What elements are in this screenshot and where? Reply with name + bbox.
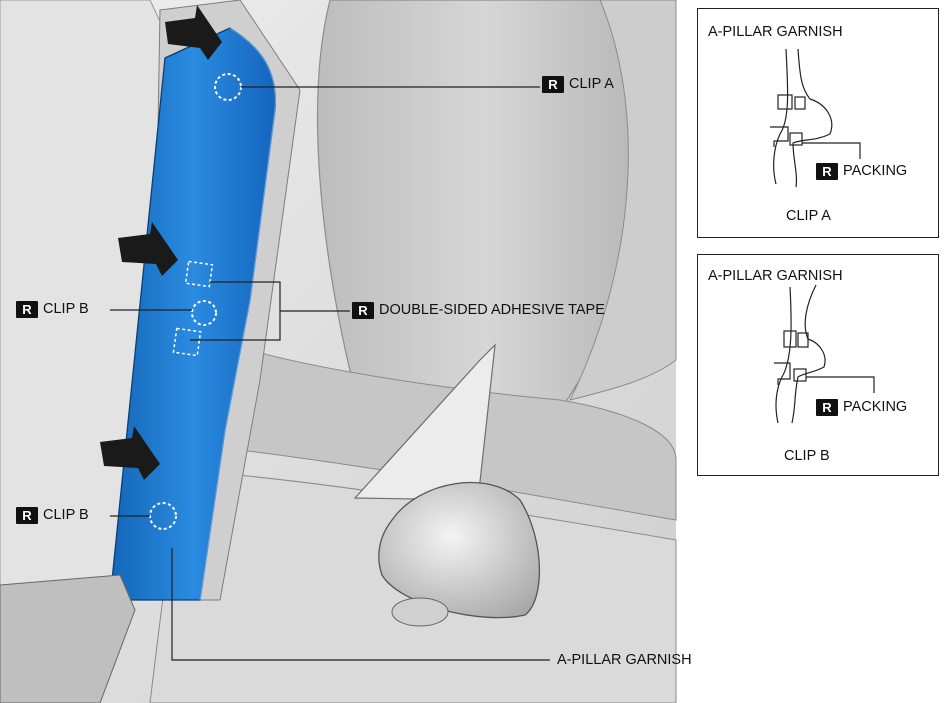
r-badge: R [16,507,38,524]
clip-lower [770,126,789,147]
inset-clip-b-caption-text: CLIP B [784,448,830,464]
inset-clip-a-packing-text: PACKING [843,163,908,180]
arrow-middle [118,222,178,276]
callout-clip-a-text: CLIP A [569,76,614,93]
callout-clip-b-upper-text: CLIP B [43,301,89,318]
tape-lower-marker [172,327,202,357]
body-panel-outline [792,48,833,188]
leader-garnish [171,548,550,661]
inset-clip-a-drawing [770,48,861,188]
clip-upper-2 [797,332,809,348]
clip-upper-2 [794,96,806,110]
callout-tape: R DOUBLE-SIDED ADHESIVE TAPE [352,302,605,319]
arrow-lower [100,426,160,480]
inset-clip-b-title: A-PILLAR GARNISH [708,269,843,284]
garnish-outline [775,286,792,424]
inset-clip-b-packing: R PACKING [816,399,907,416]
callout-clip-b-upper: R CLIP B [16,301,89,318]
r-badge: R [816,163,838,180]
arrow-top [165,5,222,60]
inset-clip-b-drawing [774,284,875,424]
rear-view-mirror [378,481,541,619]
callout-clip-a: R CLIP A [542,76,614,93]
callout-clip-b-lower-text: CLIP B [43,507,89,524]
clip-upper [777,94,793,110]
inset-clip-a-caption: CLIP A [786,209,831,224]
clip-lower [774,362,791,385]
leader-packing [802,142,861,159]
dash-cover [0,574,136,703]
leader-packing [806,376,875,393]
callout-clip-b-lower: R CLIP B [16,507,89,524]
clip-b-upper-marker [191,300,217,326]
packing-block [793,368,807,382]
packing-block [789,132,803,146]
clip-upper [783,330,797,348]
inset-clip-a-title: A-PILLAR GARNISH [708,25,843,40]
leader-lines [110,86,550,661]
inset-clip-b: A-PILLAR GARNISH R PACKING CLIP B [697,254,939,476]
tape-upper-marker [184,260,214,288]
garnish-outline [773,48,789,185]
garnish-edge-highlight [199,27,276,601]
inset-clip-a-packing: R PACKING [816,163,907,180]
body-panel-outline [791,284,826,424]
r-badge: R [352,302,374,319]
inset-clip-b-caption: CLIP B [784,449,830,464]
r-badge: R [16,301,38,318]
inset-clip-b-title-text: A-PILLAR GARNISH [708,268,843,284]
r-badge: R [542,76,564,93]
r-badge: R [816,399,838,416]
seat-side [569,0,677,401]
inset-clip-a-caption-text: CLIP A [786,208,831,224]
inset-clip-b-packing-text: PACKING [843,399,908,416]
callout-garnish-text: A-PILLAR GARNISH [557,652,692,668]
callout-tape-text: DOUBLE-SIDED ADHESIVE TAPE [379,302,605,319]
callout-garnish: A-PILLAR GARNISH [557,653,692,668]
mirror-mount [391,597,449,627]
inset-clip-a: A-PILLAR GARNISH R PACKING CLIP A [697,8,939,238]
inset-clip-a-title-text: A-PILLAR GARNISH [708,24,843,40]
